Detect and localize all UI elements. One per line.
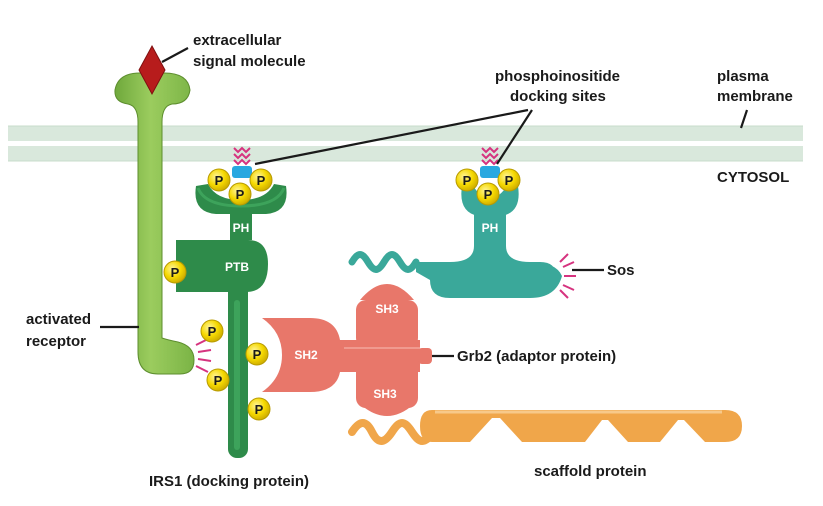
svg-text:P: P [463,173,472,188]
phosphate-group: P [497,168,521,192]
domain-label-sh3-top: SH3 [375,302,399,316]
phosphate-group: P [245,342,269,366]
svg-text:P: P [236,187,245,202]
svg-text:P: P [257,173,266,188]
phosphate-group: P [455,168,479,192]
sos-tip-ticks [559,253,576,299]
receptor-tip-ticks [195,338,212,373]
label-pi-line2: docking sites [510,88,606,105]
label-membrane-line2: membrane [717,88,793,105]
svg-text:P: P [214,373,223,388]
lipid-docking-site-sos [480,146,500,178]
phosphate-group: P [163,260,187,284]
lipid-docking-site-irs1 [232,146,252,178]
domain-label-sh2: SH2 [294,348,318,362]
domain-label-sh3-bottom: SH3 [373,387,397,401]
phosphate-group: P [249,168,273,192]
label-signal-line1: extracellular [193,32,282,49]
irs1-protein [176,184,287,458]
label-sos: Sos [607,262,635,279]
label-signal-line2: signal molecule [193,53,306,70]
phosphate-group: P [247,397,271,421]
domain-label-ptb: PTB [225,260,249,274]
phosphate-group: P [207,168,231,192]
label-grb2: Grb2 (adaptor protein) [457,348,616,365]
label-activated-line1: activated [26,311,91,328]
signal-molecule [138,44,166,96]
svg-text:P: P [171,265,180,280]
phosphate-group: P [228,182,252,206]
svg-text:P: P [255,402,264,417]
sos-protein [348,184,562,298]
label-activated-line2: receptor [26,333,86,350]
plasma-membrane [8,125,803,162]
scaffold-protein [348,410,742,445]
label-irs1: IRS1 (docking protein) [149,473,309,490]
label-membrane-line1: plasma [717,68,769,85]
domain-label-ph-sos: PH [482,221,499,235]
svg-text:P: P [505,173,514,188]
label-cytosol: CYTOSOL [717,169,789,186]
svg-text:P: P [484,187,493,202]
phosphate-group: P [206,368,230,392]
activated-receptor [114,72,195,375]
domain-label-ph-irs1: PH [233,221,250,235]
label-scaffold: scaffold protein [534,463,647,480]
label-pi-line1: phosphoinositide [495,68,620,85]
leader-lines [100,47,749,358]
svg-text:P: P [208,324,217,339]
svg-text:P: P [253,347,262,362]
svg-text:P: P [215,173,224,188]
phosphate-group: P [476,182,500,206]
grb2-protein [262,284,432,416]
phosphate-group: P [200,319,224,343]
